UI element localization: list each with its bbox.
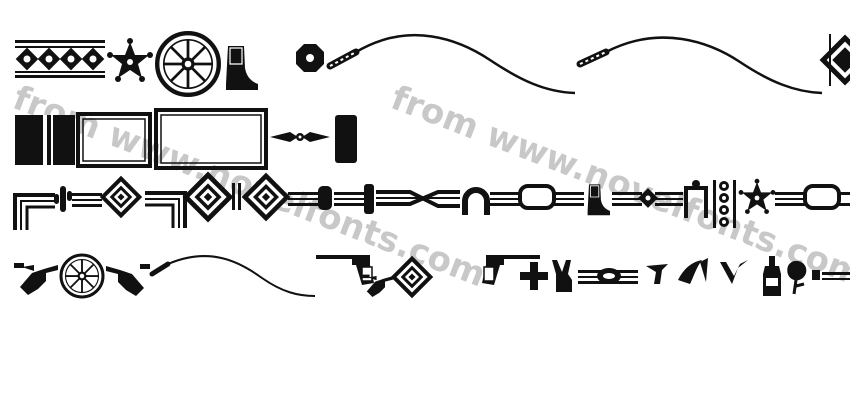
rope-knot-icon <box>376 190 460 208</box>
whiskey-bottle-icon <box>763 256 781 296</box>
rope-corner-icon <box>13 193 55 230</box>
diamond-frame-icon <box>819 34 850 86</box>
black-panel-icon <box>15 115 75 165</box>
arrow-ornament-icon <box>270 132 330 142</box>
wagon-wheel-icon <box>157 33 219 95</box>
diamond-icon <box>390 255 434 299</box>
diamond-border-icon <box>15 40 105 78</box>
cross-ornament-icon <box>520 262 548 290</box>
diamond-icon <box>99 175 143 219</box>
victory-hand-icon <box>552 260 572 292</box>
revolver-hand-icon <box>315 254 375 286</box>
whip-icon <box>576 36 823 95</box>
wagon-wheel-icon <box>59 253 105 299</box>
cowboy-boot-icon <box>225 45 259 91</box>
concho-column-icon <box>713 180 736 228</box>
rope-corner-icon <box>145 191 187 228</box>
octagon-ornament-icon <box>296 44 324 72</box>
rope-link-icon <box>318 184 374 214</box>
horseshoe-icon <box>462 187 490 215</box>
diamond-icon <box>241 172 291 222</box>
pointing-hand-gun-icon <box>14 263 58 295</box>
rope-frame-icon <box>154 108 268 170</box>
rope-end-icon <box>812 270 850 280</box>
rope-frame-icon <box>76 112 152 168</box>
rope-link-icon <box>518 184 556 210</box>
sheriff-star-icon <box>107 38 153 82</box>
pointing-hand-gun-icon <box>106 264 150 296</box>
rose-glyph-icon <box>787 260 807 295</box>
rope-arch-icon <box>684 180 708 218</box>
brand-glyph-icon <box>678 258 708 284</box>
sheriff-star-icon <box>738 178 776 214</box>
black-panel-icon <box>335 115 357 163</box>
whip-icon <box>149 255 316 297</box>
revolver-hand-icon <box>362 274 394 297</box>
brand-glyph-icon <box>720 260 748 284</box>
diamond-icon <box>182 171 234 223</box>
brand-glyph-icon <box>646 264 668 284</box>
cowboy-boot-icon <box>587 183 611 216</box>
cactus-icon <box>54 186 72 212</box>
rope-link-icon <box>803 184 850 210</box>
whip-icon <box>326 33 576 95</box>
concho-bar-icon <box>578 268 638 284</box>
